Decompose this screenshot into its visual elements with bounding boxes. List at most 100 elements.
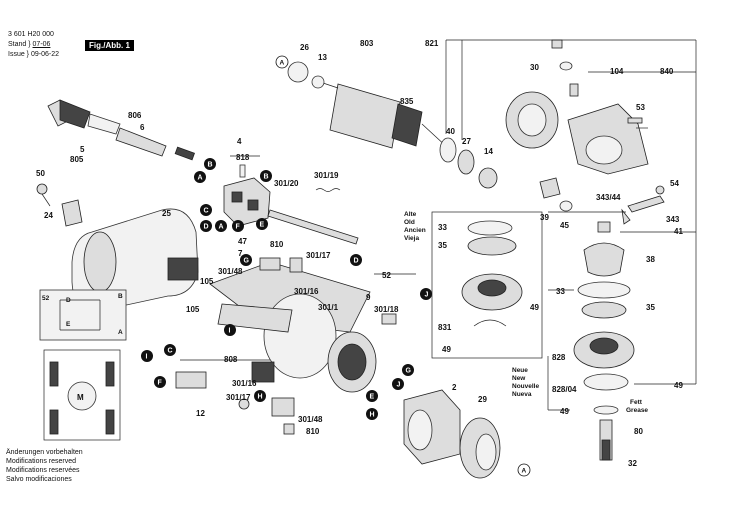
marker-h-upper: H bbox=[254, 390, 266, 402]
marker-f-lower: F bbox=[154, 376, 166, 388]
callout-50: 50 bbox=[36, 169, 45, 178]
svg-text:B: B bbox=[208, 162, 213, 169]
callout-828: 828 bbox=[552, 353, 566, 362]
callout-301-16-top: 301/16 bbox=[294, 287, 319, 296]
marker-c-lower: C bbox=[164, 344, 176, 356]
callout-32: 32 bbox=[628, 459, 637, 468]
modification-notice: Änderungen vorbehalten Modifications res… bbox=[6, 449, 83, 483]
svg-text:F: F bbox=[236, 224, 241, 231]
svg-text:D: D bbox=[354, 258, 359, 265]
svg-text:E: E bbox=[260, 222, 265, 229]
callout-47: 47 bbox=[238, 237, 247, 246]
svg-text:A: A bbox=[522, 468, 527, 475]
svg-text:D: D bbox=[204, 224, 209, 231]
svg-text:J: J bbox=[425, 292, 429, 299]
svg-text:Vieja: Vieja bbox=[404, 235, 419, 242]
callout-14: 14 bbox=[484, 147, 493, 156]
callout-5: 5 bbox=[80, 145, 85, 154]
callout-13: 13 bbox=[318, 53, 327, 62]
connection-markers: A B A B C D A F E G D J I C I F G E J H … bbox=[141, 55, 531, 477]
callout-808: 808 bbox=[224, 355, 238, 364]
legend-grease: Fett Grease bbox=[626, 399, 648, 414]
svg-text:Nueva: Nueva bbox=[512, 391, 532, 398]
callout-301-1: 301/1 bbox=[318, 303, 339, 312]
wiring-label-52: 52 bbox=[42, 295, 50, 302]
callout-33-old: 33 bbox=[438, 223, 447, 232]
spindle bbox=[593, 405, 619, 461]
callout-49-old-b: 49 bbox=[442, 345, 451, 354]
bearing-flange-old bbox=[431, 211, 543, 359]
callout-33-new: 33 bbox=[556, 287, 565, 296]
bearing-flange bbox=[505, 91, 559, 149]
wiring-labels: 52 D B E A M bbox=[42, 293, 123, 402]
svg-text:C: C bbox=[204, 208, 209, 215]
marker-a-top: A bbox=[275, 55, 289, 69]
wiring-label-e: E bbox=[66, 321, 71, 328]
spindle-lock-parts bbox=[551, 39, 579, 97]
callout-12: 12 bbox=[196, 409, 205, 418]
gear-housing-main bbox=[209, 261, 377, 393]
callout-104: 104 bbox=[610, 67, 624, 76]
callout-54: 54 bbox=[670, 179, 679, 188]
armature bbox=[287, 61, 449, 149]
callout-803: 803 bbox=[360, 39, 374, 48]
svg-text:New: New bbox=[512, 375, 526, 382]
field-stator bbox=[403, 389, 461, 465]
marker-j-upper: J bbox=[420, 288, 432, 300]
callout-26: 26 bbox=[300, 43, 309, 52]
marker-d-holder: D bbox=[200, 220, 212, 232]
svg-text:B: B bbox=[264, 174, 269, 181]
callout-805: 805 bbox=[70, 155, 84, 164]
svg-text:Old: Old bbox=[404, 219, 415, 226]
callout-7: 7 bbox=[238, 249, 243, 258]
svg-text:E: E bbox=[370, 394, 375, 401]
callout-105-b: 105 bbox=[186, 305, 200, 314]
callout-30: 30 bbox=[530, 63, 539, 72]
callout-49-new-a: 49 bbox=[560, 407, 569, 416]
marker-a-bottom: A bbox=[517, 463, 531, 477]
svg-text:Alte: Alte bbox=[404, 211, 417, 218]
svg-text:G: G bbox=[406, 368, 412, 375]
marker-g-upper: G bbox=[240, 254, 252, 266]
wiring-label-m: M bbox=[77, 393, 84, 402]
callout-53: 53 bbox=[636, 103, 645, 112]
callout-343: 343 bbox=[666, 215, 680, 224]
pinion bbox=[539, 177, 573, 212]
callout-39: 39 bbox=[540, 213, 549, 222]
callout-301-48-bottom: 301/48 bbox=[298, 415, 323, 424]
svg-text:H: H bbox=[370, 412, 375, 419]
gear-head-housing bbox=[567, 103, 649, 175]
marker-c-holder: C bbox=[200, 204, 212, 216]
marker-d-lower: D bbox=[350, 254, 362, 266]
svg-text:A: A bbox=[219, 224, 224, 231]
marker-g-lower: G bbox=[402, 364, 414, 376]
callout-24: 24 bbox=[44, 211, 53, 220]
svg-text:Grease: Grease bbox=[626, 407, 648, 414]
figure-label: Fig./Abb. 1 bbox=[85, 40, 134, 51]
callout-810-bottom: 810 bbox=[306, 427, 320, 436]
bearing-flange-new bbox=[573, 281, 635, 391]
callout-38: 38 bbox=[646, 255, 655, 264]
callout-49-new-b: 49 bbox=[674, 381, 683, 390]
callout-301-17-bottom: 301/17 bbox=[226, 393, 251, 402]
legend-new: Neue New Nouvelle Nueva bbox=[512, 367, 539, 398]
callout-6: 6 bbox=[140, 123, 145, 132]
marker-j-lower: J bbox=[392, 378, 404, 390]
marker-a-holder: A bbox=[215, 220, 227, 232]
svg-text:Neue: Neue bbox=[512, 367, 528, 374]
svg-text:Ancien: Ancien bbox=[404, 227, 426, 234]
callout-828-04: 828/04 bbox=[552, 385, 577, 394]
wiring-label-b: B bbox=[118, 293, 123, 300]
motor-housing-cover bbox=[71, 208, 199, 313]
callout-2: 2 bbox=[452, 383, 457, 392]
svg-text:G: G bbox=[244, 258, 250, 265]
brush-parts-lower bbox=[175, 257, 397, 435]
callout-301-16-bottom: 301/16 bbox=[232, 379, 257, 388]
marker-b-plug: B bbox=[204, 158, 216, 170]
callout-301-19: 301/19 bbox=[314, 171, 339, 180]
brush-guard bbox=[459, 417, 501, 479]
switch-rod bbox=[267, 188, 359, 245]
marker-e-lower: E bbox=[366, 390, 378, 402]
callout-41: 41 bbox=[674, 227, 683, 236]
